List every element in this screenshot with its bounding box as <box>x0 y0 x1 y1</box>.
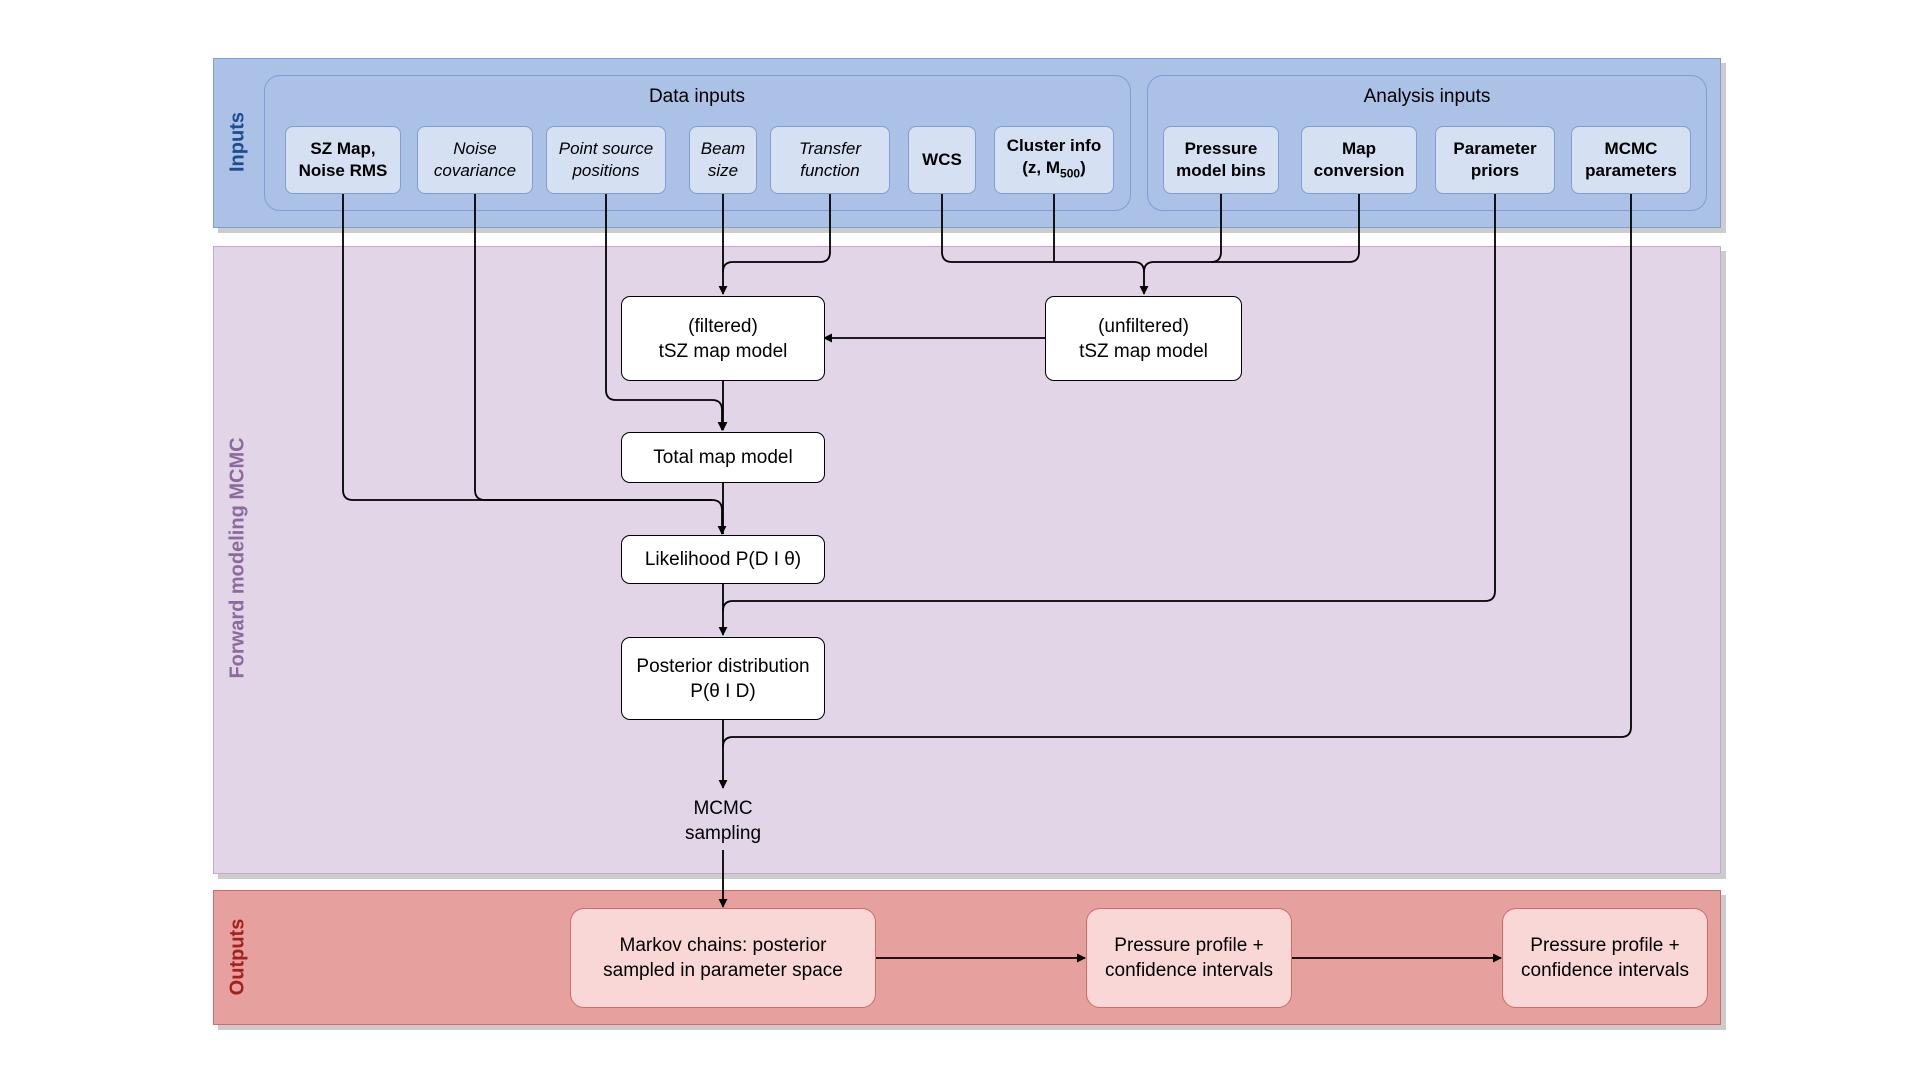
forward-modeling-band <box>213 246 1721 874</box>
edge-transfer-to-filtered <box>722 194 831 273</box>
edge-wcs-to-unfiltered <box>941 194 1149 295</box>
unfiltered-tsz-map-model-node: (unfiltered)tSZ map model <box>1045 296 1242 381</box>
edge-map-conv-to-unfiltered <box>1211 194 1360 263</box>
edge-pressure-bins-to-unfiltered <box>1143 194 1222 273</box>
pressure-profile-output-2: Pressure profile +confidence intervals <box>1502 908 1708 1008</box>
sz-map-noise-rms-input: SZ Map,Noise RMS <box>285 126 401 194</box>
analysis-inputs-title: Analysis inputs <box>1363 86 1491 107</box>
edge-priors-to-posterior <box>722 194 1496 612</box>
cluster-info-input: Cluster info(z, M500) <box>994 126 1114 194</box>
total-map-model-node: Total map model <box>621 432 825 483</box>
likelihood-node: Likelihood P(D I θ) <box>621 535 825 584</box>
data-inputs-title: Data inputs <box>648 86 746 107</box>
edge-noise-cov-to-likelihood <box>474 194 712 501</box>
pressure-profile-output-1: Pressure profile +confidence intervals <box>1086 908 1292 1008</box>
edge-point-source-to-total <box>605 194 727 431</box>
wcs-input: WCS <box>908 126 976 194</box>
filtered-tsz-map-model-node: (filtered)tSZ map model <box>621 296 825 381</box>
edge-mcmc-params-to-mcmc <box>722 194 1632 748</box>
